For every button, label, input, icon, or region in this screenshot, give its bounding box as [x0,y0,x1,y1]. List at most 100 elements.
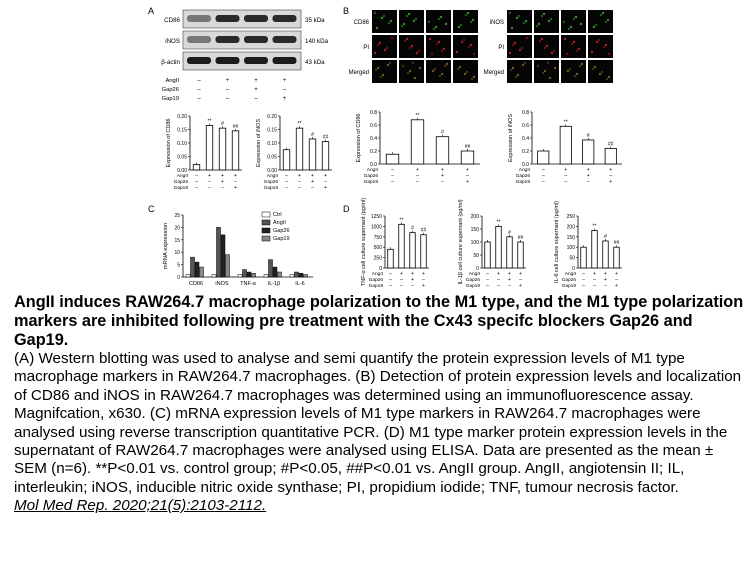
cell-dot [383,48,387,52]
panel-letter: C [148,204,155,214]
bar [190,256,195,278]
treatment-sign: – [197,87,201,93]
cell-dot [455,50,459,54]
cell-dot [471,18,475,22]
cell-dot [435,42,439,46]
treatment-sign: + [221,173,224,179]
treatment-sign: – [234,179,237,185]
treatment-label: Gap19 [369,283,384,289]
blot-label: iNOS [165,38,180,45]
cell-dot [469,43,473,47]
cell-dot [601,11,605,15]
treatment-sign: + [411,271,414,277]
y-tick-label: 0.10 [267,141,277,147]
treatment-sign: + [324,185,327,191]
cell-dot [516,73,520,77]
treatment-label: AngII [367,167,378,173]
significance-mark: # [411,226,414,232]
micrograph-tile [588,10,613,33]
treatment-sign: + [508,271,511,277]
blot-label: β-actin [161,59,180,66]
y-tick-label: 0.15 [267,128,277,134]
treatment-sign: – [285,179,288,185]
cell-dot [511,43,515,47]
treatment-label: Gap26 [364,173,379,179]
significance-mark: # [587,133,590,139]
significance-mark: ** [497,219,501,225]
micrograph-tile [507,35,532,58]
treatment-sign: – [400,283,403,289]
y-tick-label: 0.20 [177,114,187,120]
treatment-sign: + [416,167,419,173]
cell-dot [444,22,448,26]
legend-label: AngII [273,220,286,226]
bar [604,147,617,165]
treatment-sign: – [609,173,612,179]
cell-dot [594,23,598,27]
cell-dot [599,13,603,17]
treatment-sign: + [593,271,596,277]
y-tick-label: 100 [471,240,480,246]
cell-dot [418,66,422,70]
y-tick-label: 0.10 [177,141,187,147]
cell-dot [400,24,404,28]
cell-dot [439,15,443,19]
cell-dot [374,68,378,72]
citation-link[interactable]: Mol Med Rep. 2020;21(5):2103-2112. [14,497,267,515]
cell-dot [514,75,518,79]
treatment-sign: + [234,185,237,191]
figure-caption: AngII induces RAW264.7 macrophage polari… [14,293,750,516]
treatment-sign: + [519,271,522,277]
bar [218,127,227,171]
treatment-sign: – [441,179,444,185]
cell-dot [472,52,476,56]
cell-dot [572,40,576,44]
treatment-sign: – [254,96,258,102]
blot-band [215,36,240,43]
cell-dot [437,40,441,44]
cell-dot [437,17,441,21]
treatment-sign: – [283,87,287,93]
cell-dot [405,37,409,41]
cell-dot [509,68,513,72]
cell-dot [442,47,446,51]
cell-dot [511,66,515,70]
cell-dot [542,12,546,16]
significance-mark: ## [465,144,471,150]
significance-mark: # [508,230,511,236]
treatment-sign: – [389,283,392,289]
micrograph-tile [453,60,478,83]
treatment-sign: + [311,173,314,179]
cell-dot [572,17,576,21]
cell-dot [376,66,380,70]
bar [263,274,269,278]
cell-dot [510,26,514,30]
significance-mark: # [441,130,444,136]
treatment-label: Gap26 [562,277,577,283]
bar [398,223,405,269]
treatment-sign: – [311,185,314,191]
cell-dot [607,52,611,56]
y-tick-label: 750 [374,235,383,241]
cell-dot [578,64,582,68]
cell-dot [434,25,438,29]
bar [216,227,221,278]
cell-dot [543,46,547,50]
cell-dot [575,72,579,76]
y-tick-label: 0.00 [177,168,187,174]
cell-dot [513,41,517,45]
cell-dot [440,49,444,53]
micrograph-tile [561,10,586,33]
cell-dot [562,20,566,24]
bar [580,246,587,269]
treatment-sign: – [197,78,201,84]
treatment-sign: – [466,173,469,179]
cell-dot [549,17,553,21]
y-tick-label: 250 [374,256,383,262]
cell-dot [428,37,432,41]
cell-dot [381,73,385,77]
cell-dot [593,65,597,69]
bar [460,150,475,165]
blot-band [244,36,268,43]
treatment-sign: + [587,167,590,173]
